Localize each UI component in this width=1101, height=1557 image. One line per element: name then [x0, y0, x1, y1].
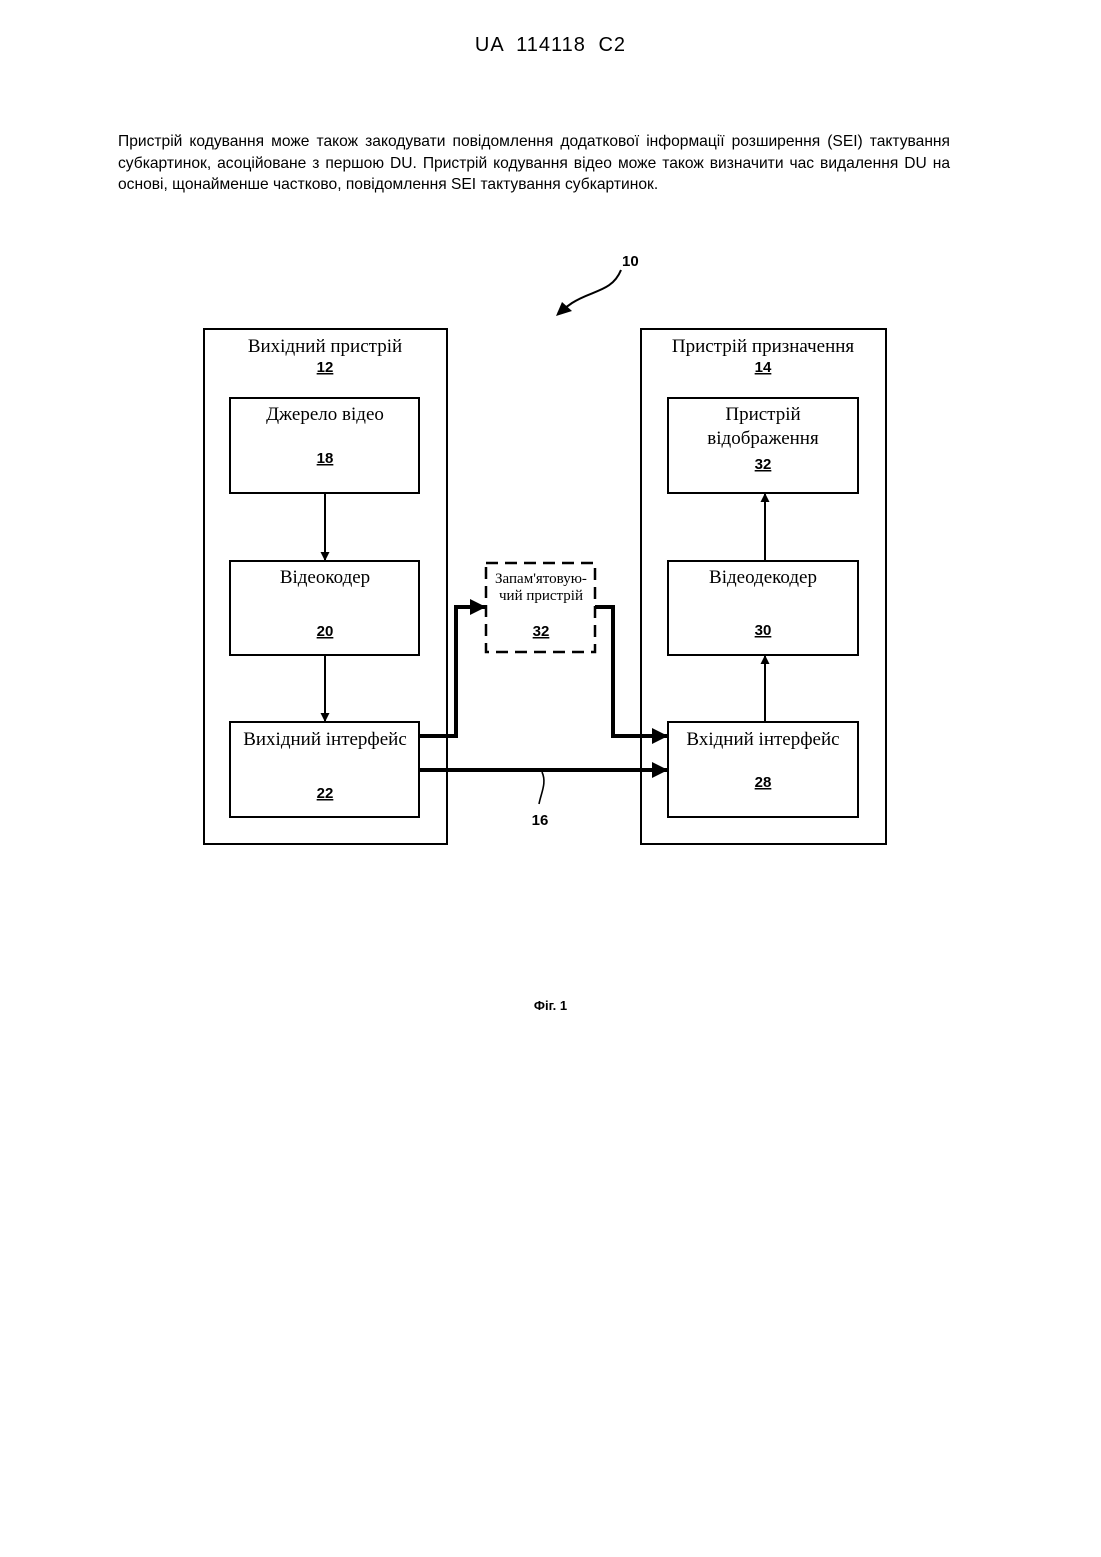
- display-device-label-line2: відображення: [707, 428, 819, 449]
- destination-device-ref: 14: [755, 359, 772, 376]
- arrow-output-to-storage: [419, 607, 486, 736]
- link-ref-label: 16: [532, 812, 549, 829]
- display-device-label-line1: Пристрій: [725, 404, 800, 425]
- input-interface-ref: 28: [755, 774, 772, 791]
- source-device-label: Вихідний пристрій: [248, 336, 402, 357]
- output-interface-ref: 22: [317, 785, 334, 802]
- output-interface-label: Вихідний інтерфейс: [243, 729, 407, 750]
- video-encoder-ref: 20: [317, 623, 334, 640]
- display-device-ref: 32: [755, 456, 772, 473]
- video-decoder-ref: 30: [755, 622, 772, 639]
- link-ref-leader: [539, 772, 544, 804]
- storage-device-ref: 32: [533, 623, 550, 640]
- video-decoder-label: Відеодекодер: [709, 567, 817, 588]
- source-device-ref: 12: [317, 359, 334, 376]
- video-source-ref: 18: [317, 450, 334, 467]
- system-ref-label: 10: [622, 253, 639, 270]
- storage-device-label-line2: чий пристрій: [499, 588, 583, 604]
- video-encoder-label: Відеокодер: [280, 567, 370, 588]
- arrow-storage-to-input: [595, 607, 668, 736]
- input-interface-label: Вхідний інтерфейс: [686, 729, 839, 750]
- video-source-label: Джерело відео: [266, 404, 384, 425]
- figure-caption: Фіг. 1: [0, 998, 1101, 1013]
- storage-device-label-line1: Запам'ятовую-: [495, 571, 587, 587]
- system-ref-pointer: [558, 270, 621, 313]
- destination-device-label: Пристрій призначення: [672, 336, 855, 357]
